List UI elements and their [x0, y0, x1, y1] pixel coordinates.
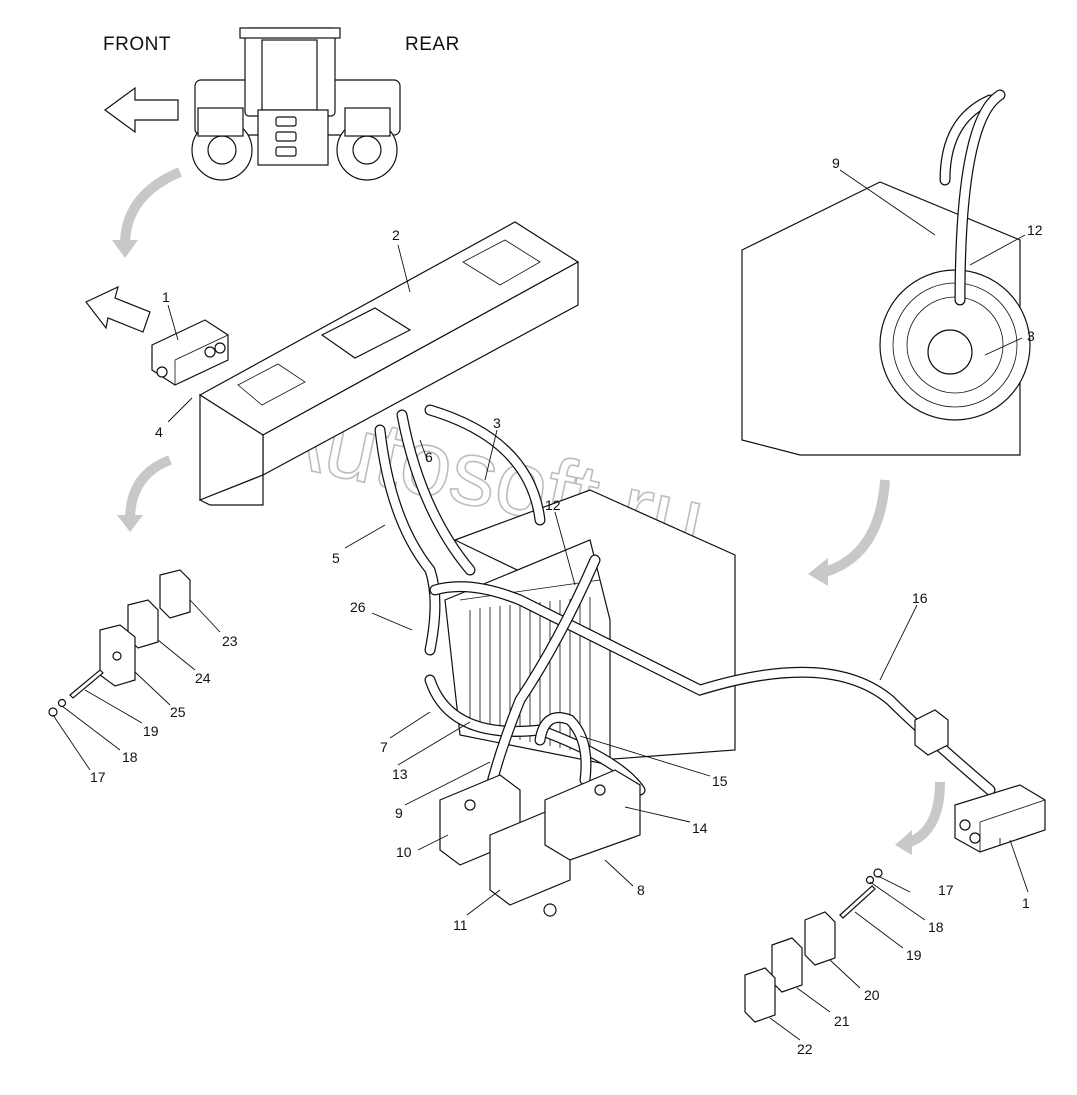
callout-14: 14 [692, 820, 708, 836]
clamp-parts-left [48, 569, 191, 717]
control-valve-stack [439, 769, 641, 917]
callout-3-top: 3 [1027, 328, 1035, 344]
front-arrow-icon [103, 86, 179, 134]
callout-3-center: 3 [493, 415, 501, 431]
callout-2: 2 [392, 227, 400, 243]
callout-17-right: 17 [938, 882, 954, 898]
callout-18-right: 18 [928, 919, 944, 935]
callout-18-left: 18 [122, 749, 138, 765]
leader-lines [52, 169, 1029, 1041]
callout-12-center: 12 [545, 497, 561, 513]
callout-26: 26 [350, 599, 366, 615]
callout-13: 13 [392, 766, 408, 782]
rear-label: REAR [405, 34, 460, 55]
callout-19-right: 19 [906, 947, 922, 963]
callout-24: 24 [195, 670, 211, 686]
view-transition-arrows [112, 167, 945, 855]
callout-4: 4 [155, 424, 163, 440]
callout-9-bottom: 9 [395, 805, 403, 821]
callout-7: 7 [380, 739, 388, 755]
callout-21: 21 [834, 1013, 850, 1029]
hydraulic-hoses [374, 404, 996, 796]
callout-25: 25 [170, 704, 186, 720]
callout-15: 15 [712, 773, 728, 789]
callout-11: 11 [453, 917, 468, 933]
cooler-assembly [444, 489, 736, 766]
callout-9-top: 9 [832, 155, 840, 171]
valve-block-left [151, 319, 229, 386]
callout-5: 5 [332, 550, 340, 566]
roller-machine-illustration [191, 27, 401, 181]
callout-labels: 1 2 4 5 6 3 12 26 7 13 9 10 11 8 14 15 1… [90, 155, 1043, 1057]
callout-17-left: 17 [90, 769, 106, 785]
callout-19-left: 19 [143, 723, 159, 739]
frame-beam [198, 221, 580, 506]
callout-22: 22 [797, 1041, 813, 1057]
fan-detail-view [741, 89, 1031, 456]
callout-1-left: 1 [162, 289, 170, 305]
callout-1-right: 1 [1022, 895, 1030, 911]
callout-10: 10 [396, 844, 412, 860]
callout-23: 23 [222, 633, 238, 649]
valve-block-right [914, 709, 1046, 853]
callout-20: 20 [864, 987, 880, 1003]
callout-12-top: 12 [1027, 222, 1043, 238]
callout-16: 16 [912, 590, 928, 606]
direction-arrow-icon [85, 285, 151, 333]
callout-6: 6 [425, 449, 433, 465]
clamp-parts-right [744, 868, 883, 1023]
callout-8: 8 [637, 882, 645, 898]
front-label: FRONT [103, 34, 171, 55]
